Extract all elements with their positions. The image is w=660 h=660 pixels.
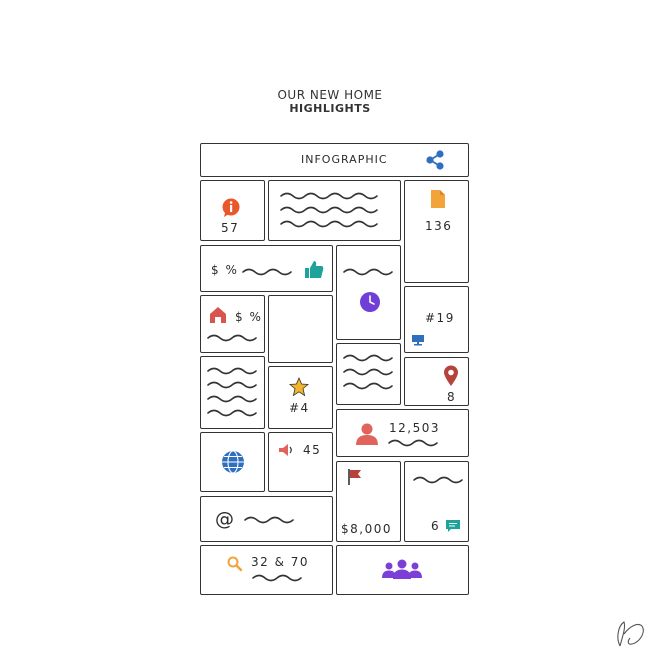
user-value: 12,503	[389, 421, 440, 435]
text-placeholder	[413, 476, 463, 484]
info-value: 57	[221, 221, 240, 235]
home-label: $ %	[235, 310, 263, 324]
share-icon[interactable]	[425, 150, 445, 170]
flag-value: $8,000	[341, 522, 392, 536]
text-placeholder	[207, 367, 257, 417]
search-value: 32 & 70	[251, 555, 310, 569]
tile-search: 32 & 70	[200, 545, 333, 595]
group-icon	[382, 559, 422, 579]
clock-icon	[360, 292, 380, 312]
star-icon	[288, 376, 310, 397]
text-placeholder	[343, 354, 393, 390]
tile-chat: 6	[404, 461, 469, 542]
document-icon	[431, 190, 445, 208]
text-placeholder	[207, 334, 257, 342]
tile-monitor: #19	[404, 286, 469, 353]
user-icon	[356, 423, 378, 445]
text-placeholder	[343, 268, 393, 276]
page-subtitle: HIGHLIGHTS	[289, 102, 371, 115]
tile-text-list	[336, 343, 401, 405]
email-label: @	[215, 508, 234, 530]
tile-email: @	[200, 496, 333, 542]
thumbs-up-icon	[305, 261, 324, 278]
tile-info: 57	[200, 180, 265, 241]
tile-user: 12,503	[336, 409, 469, 457]
tile-empty	[268, 295, 333, 363]
tile-home: $ %	[200, 295, 265, 353]
monitor-value: #19	[425, 311, 455, 325]
infographic-banner[interactable]: INFOGRAPHIC	[200, 143, 469, 177]
tile-money-like: $ %	[200, 245, 333, 292]
tile-location: 8	[404, 357, 469, 406]
speaker-value: 45	[303, 443, 322, 457]
tile-star: #4	[268, 366, 333, 429]
text-placeholder	[252, 574, 302, 582]
tile-flag: $8,000	[336, 461, 401, 542]
tile-text-block	[268, 180, 401, 241]
search-icon	[227, 556, 243, 572]
home-icon	[210, 307, 226, 323]
chat-icon	[446, 520, 460, 532]
chat-value: 6	[431, 519, 441, 533]
text-placeholder	[388, 439, 438, 447]
text-placeholder	[244, 516, 294, 524]
page-title: OUR NEW HOME	[277, 88, 383, 102]
tile-group	[336, 545, 469, 595]
speaker-icon	[279, 444, 292, 456]
text-placeholder	[280, 192, 378, 228]
location-value: 8	[447, 390, 457, 404]
document-value: 136	[425, 219, 453, 233]
money-like-label: $ %	[211, 263, 239, 277]
tile-text-tall	[200, 356, 265, 429]
text-placeholder	[242, 268, 292, 276]
monitor-icon	[412, 335, 424, 346]
info-icon	[222, 198, 240, 217]
tile-globe	[200, 432, 265, 492]
star-value: #4	[289, 401, 310, 415]
banner-label: INFOGRAPHIC	[301, 153, 388, 166]
flag-icon	[348, 469, 361, 485]
globe-icon	[222, 450, 244, 474]
tile-clock	[336, 245, 401, 340]
tile-speaker: 45	[268, 432, 333, 492]
map-pin-icon	[444, 365, 458, 386]
signature-mark	[617, 621, 644, 647]
tile-document: 136	[404, 180, 469, 283]
